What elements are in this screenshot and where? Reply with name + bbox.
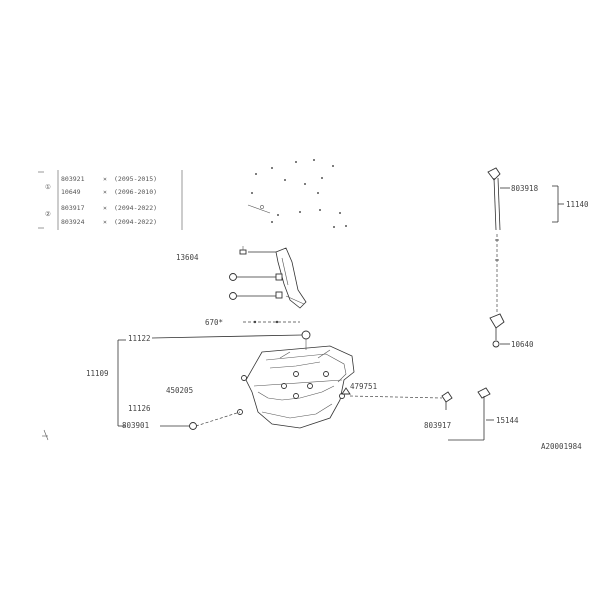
label-11140: 11140 xyxy=(566,200,589,209)
label-803917: 803917 xyxy=(424,421,451,430)
spec-table-range: (2096-2010) xyxy=(114,188,157,196)
spec-table-range: (2095-2015) xyxy=(114,175,157,183)
spec-table-part: 803924 xyxy=(61,218,85,226)
label-11126: 11126 xyxy=(128,404,151,413)
spec-table-symbol: ① xyxy=(45,183,51,191)
scattered-bolts xyxy=(247,159,347,228)
spec-table-range: (2094-2022) xyxy=(114,218,157,226)
spec-table: ① 803921 × (2095-2015) 10649 × (2096-201… xyxy=(38,170,183,230)
spec-table-sep: × xyxy=(103,175,107,183)
label-11122: 11122 xyxy=(128,334,151,343)
label-450205: 450205 xyxy=(166,386,193,395)
spec-table-part: 803921 xyxy=(61,175,85,183)
label-479751: 479751 xyxy=(350,382,377,391)
oil-strainer xyxy=(229,246,307,324)
diagram-id: A20001984 xyxy=(541,442,582,451)
label-11109: 11109 xyxy=(86,369,109,378)
spec-table-sep: × xyxy=(103,218,107,226)
spec-table-part: 10649 xyxy=(61,188,81,196)
spec-table-sep: × xyxy=(103,204,107,212)
corner-mark xyxy=(42,429,49,441)
oil-dipstick xyxy=(487,167,564,348)
label-803918: 803918 xyxy=(511,184,539,193)
bracket-11109 xyxy=(117,334,303,430)
oil-pan xyxy=(237,330,355,429)
label-803901: 803901 xyxy=(122,421,149,430)
label-10640: 10640 xyxy=(511,340,534,349)
drain-plug xyxy=(341,387,443,399)
spec-table-range: (2094-2022) xyxy=(114,204,157,212)
spec-table-symbol: ② xyxy=(45,210,51,218)
label-15144: 15144 xyxy=(496,416,519,425)
spec-table-sep: × xyxy=(103,188,107,196)
label-670: 670* xyxy=(205,318,223,327)
spec-table-part: 803917 xyxy=(61,204,85,212)
label-13604: 13604 xyxy=(176,253,199,262)
drain-bolt-bracket xyxy=(441,387,494,441)
